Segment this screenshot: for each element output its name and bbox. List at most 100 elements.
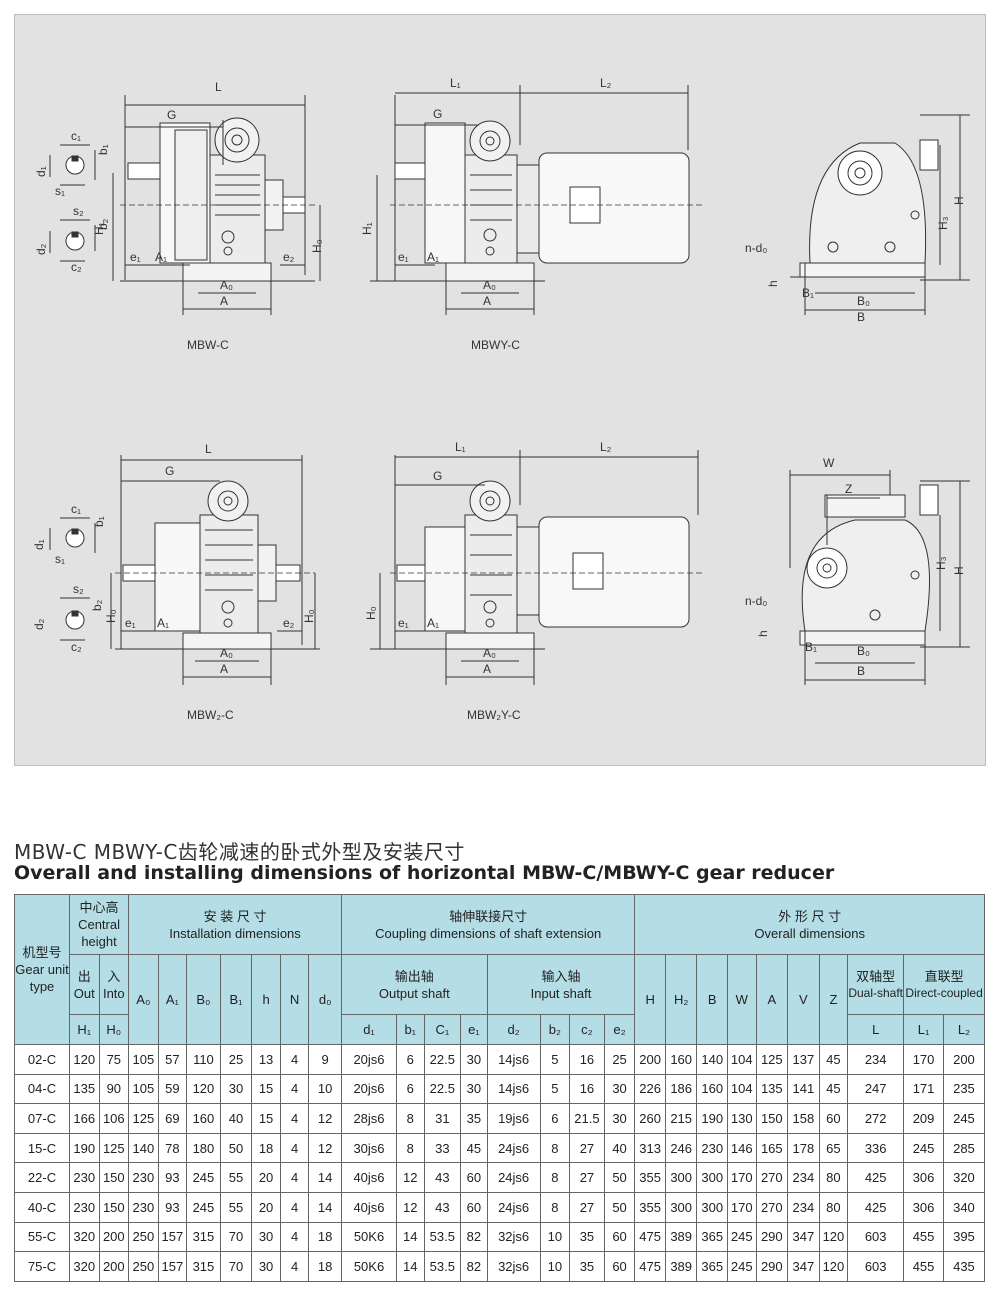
dim-label-G: G — [433, 469, 442, 483]
col-L1: L₁ — [903, 1014, 944, 1045]
dim-label-e2: e₂ — [283, 250, 295, 264]
header-overall-cn: 外 形 尺 寸 — [778, 908, 842, 924]
header-input-en: Input shaft — [530, 985, 592, 1001]
table-cell: 190 — [69, 1132, 100, 1164]
table-title-chinese: MBW-C MBWY-C齿轮减速的卧式外型及安装尺寸 — [14, 840, 465, 864]
header-install-en: Installation dimensions — [169, 925, 301, 941]
header-out: 出 Out — [69, 954, 100, 1015]
table-cell: 315 — [186, 1251, 221, 1282]
table-cell: 226 — [634, 1073, 666, 1105]
table-cell: 30 — [219, 1073, 253, 1105]
table-cell: 320 — [942, 1162, 986, 1193]
dim-label-A0: A₀ — [483, 278, 496, 292]
table-cell: 120 — [69, 1044, 100, 1075]
header-input-cn: 输入轴 — [541, 968, 581, 984]
table-cell: 8 — [539, 1162, 571, 1193]
table-cell: 313 — [634, 1132, 666, 1164]
table-cell: 170 — [727, 1162, 757, 1193]
table-cell: 435 — [942, 1251, 986, 1282]
header-output-en: Output shaft — [378, 985, 450, 1001]
table-cell: 80 — [818, 1191, 849, 1223]
table-cell: 18 — [308, 1251, 342, 1282]
dim-label-s2: s₂ — [73, 204, 84, 218]
header-overall-en: Overall dimensions — [754, 925, 865, 941]
header-coupling-en: Coupling dimensions of shaft extension — [375, 925, 602, 941]
dim-label-L2: L₂ — [600, 440, 612, 454]
col-d0: d₀ — [308, 954, 342, 1045]
dim-label-e1: e₁ — [130, 250, 141, 264]
table-cell: 15 — [251, 1103, 281, 1134]
dim-label-d2: d₂ — [34, 243, 48, 255]
header-model-en: Gear unit type — [15, 962, 69, 994]
col-L: L — [847, 1014, 905, 1045]
table-cell: 245 — [186, 1162, 221, 1193]
dim-label-A: A — [220, 294, 228, 308]
dim-label-H: H — [952, 566, 966, 575]
table-cell: 245 — [942, 1103, 986, 1134]
table-cell: 157 — [157, 1221, 188, 1253]
col-C1: C₁ — [423, 1014, 462, 1045]
table-cell: 209 — [903, 1103, 944, 1134]
table-cell: 12 — [396, 1162, 425, 1193]
table-cell: 30 — [603, 1103, 636, 1134]
table-cell: 186 — [664, 1073, 698, 1105]
col-H1: H₁ — [69, 1014, 100, 1045]
table-cell: 245 — [727, 1221, 757, 1253]
dim-label-A1: A₁ — [157, 616, 169, 630]
dim-label-A: A — [220, 662, 228, 676]
view-mbw2-c: L G H₀ H₀ e₁ A₁ e₂ A₀ A c₁ b₁ d₁ s₁ s₂ b… — [32, 442, 320, 685]
table-cell: 18 — [308, 1221, 342, 1253]
table-cell: 158 — [787, 1103, 820, 1134]
table-cell: 347 — [787, 1251, 820, 1282]
technical-drawing-panel: L G H₁ H₀ e₁ A₁ e₂ A₀ A c₁ b₁ d₁ s₁ s₂ b… — [14, 14, 986, 766]
table-cell: 14 — [396, 1221, 425, 1253]
table-cell: 8 — [539, 1191, 571, 1223]
table-cell: 106 — [98, 1103, 130, 1134]
dim-label-B0: B₀ — [857, 294, 870, 308]
table-cell: 16 — [569, 1073, 605, 1105]
table-cell: 230 — [69, 1191, 100, 1223]
table-cell: 230 — [696, 1132, 729, 1164]
table-cell: 35 — [569, 1251, 605, 1282]
table-cell: 60 — [460, 1191, 488, 1223]
table-cell: 475 — [634, 1221, 666, 1253]
table-cell: 4 — [279, 1073, 310, 1105]
table-cell: 30 — [460, 1044, 488, 1075]
table-cell: 5 — [539, 1073, 571, 1105]
dim-label-s2: s₂ — [73, 582, 84, 596]
table-cell: 50K6 — [341, 1251, 397, 1282]
table-cell: 30 — [603, 1073, 636, 1105]
table-cell: 6 — [539, 1103, 571, 1134]
table-cell: 60 — [818, 1103, 849, 1134]
table-cell: 105 — [128, 1044, 159, 1075]
table-cell: 425 — [847, 1162, 905, 1193]
table-cell: 57 — [157, 1044, 188, 1075]
table-cell: 27 — [569, 1191, 605, 1223]
dim-label-A: A — [483, 294, 491, 308]
table-cell: 30 — [251, 1251, 281, 1282]
table-cell: 27 — [569, 1132, 605, 1164]
table-cell: 20 — [251, 1162, 281, 1193]
table-cell: 40 — [219, 1103, 253, 1134]
table-cell: 234 — [847, 1044, 905, 1075]
col-b2: b₂ — [539, 1014, 571, 1045]
table-cell: 260 — [634, 1103, 666, 1134]
table-title-english: Overall and installing dimensions of hor… — [14, 862, 835, 884]
table-cell: 14js6 — [486, 1073, 541, 1105]
header-central-cn: 中心高 — [79, 900, 119, 915]
table-cell: 45 — [818, 1073, 849, 1105]
header-central-height: 中心高 Central height — [68, 894, 130, 955]
table-cell: 125 — [128, 1103, 159, 1134]
table-cell: 50 — [603, 1191, 636, 1223]
table-cell: 31 — [423, 1103, 462, 1134]
table-cell: 475 — [634, 1251, 666, 1282]
table-cell: 32js6 — [486, 1221, 541, 1253]
col-B1: B₁ — [219, 954, 253, 1045]
header-into-en: Into — [102, 985, 125, 1001]
table-cell: 53.5 — [423, 1251, 462, 1282]
table-cell: 60 — [603, 1251, 636, 1282]
table-cell: 43 — [423, 1162, 462, 1193]
